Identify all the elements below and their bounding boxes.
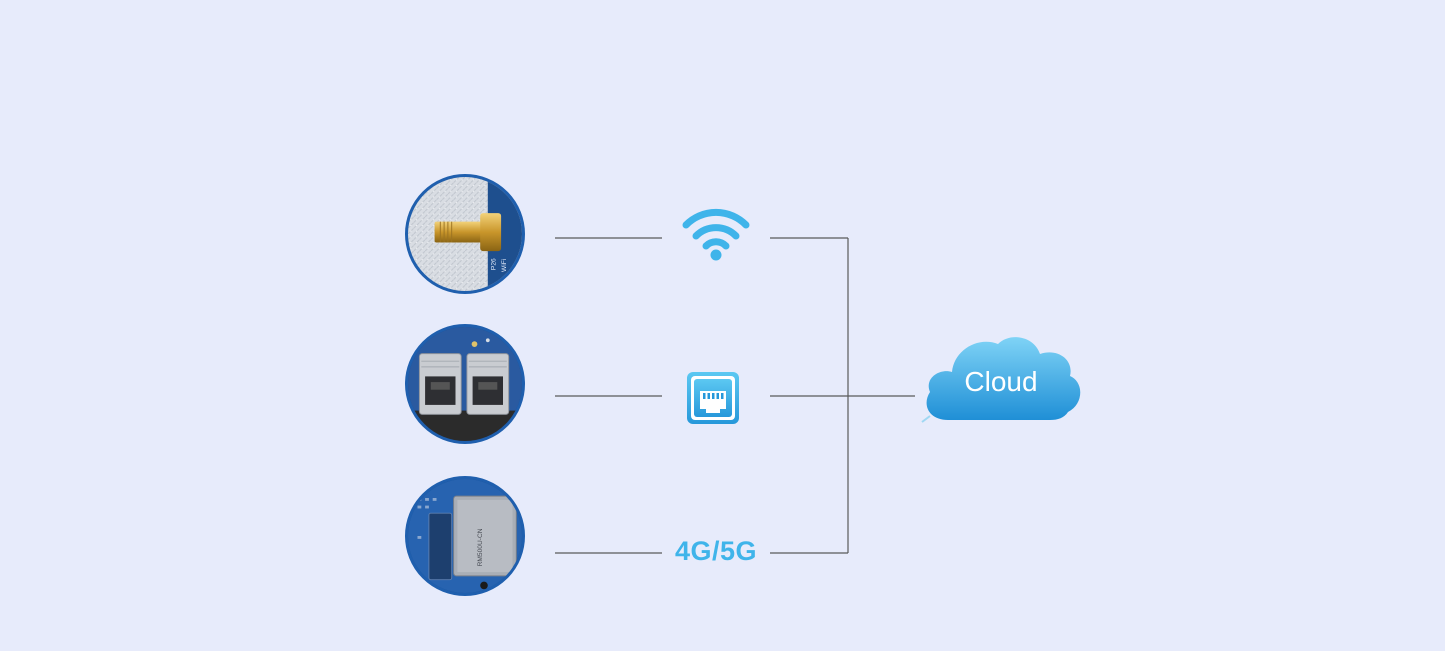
ethernet-ports-photo	[405, 324, 525, 444]
wifi-board-text-2: WiFi	[501, 258, 508, 272]
module-text: RM500U-CN	[477, 528, 484, 566]
cloud-icon	[921, 337, 1081, 423]
cellular-module-photo: RM500U-CN	[405, 476, 525, 596]
wifi-icon	[682, 208, 750, 261]
cellular-label: 4G/5G	[674, 536, 758, 566]
wifi-antenna-photo: P26 WiFi	[405, 174, 525, 294]
wifi-board-text-1: P26	[490, 258, 497, 270]
ethernet-port-icon	[687, 372, 739, 424]
cloud-label: Cloud	[964, 366, 1038, 397]
